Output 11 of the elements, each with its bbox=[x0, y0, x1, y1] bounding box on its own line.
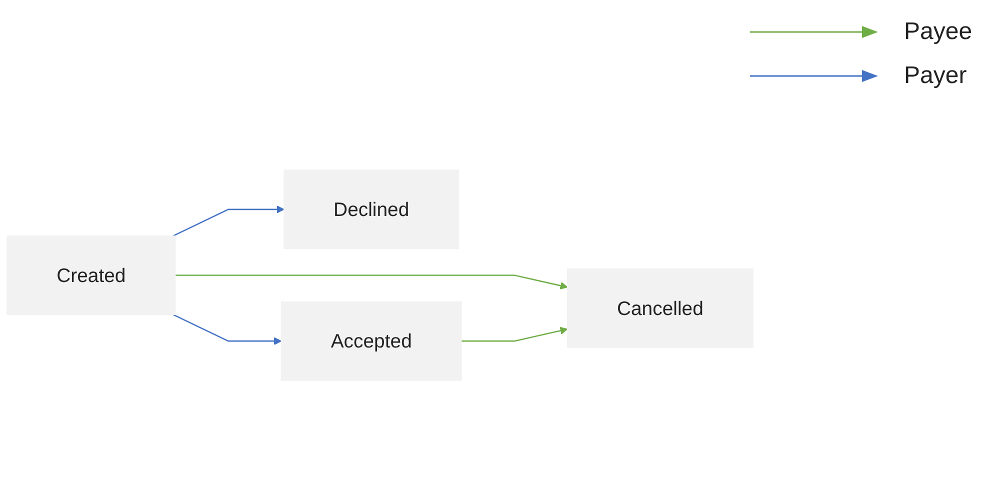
state-diagram: Created Declined Accepted Cancelled bbox=[0, 162, 760, 388]
node-box bbox=[280, 301, 462, 381]
arrow bbox=[175, 274, 568, 290]
arrow bbox=[461, 326, 568, 342]
node-box bbox=[567, 268, 754, 348]
node-box bbox=[6, 235, 176, 315]
legend-text: Payer bbox=[904, 62, 967, 90]
legend-text: Payee bbox=[904, 18, 972, 46]
arrow bbox=[172, 205, 284, 236]
node-box bbox=[284, 169, 460, 249]
arrow bbox=[172, 314, 282, 345]
